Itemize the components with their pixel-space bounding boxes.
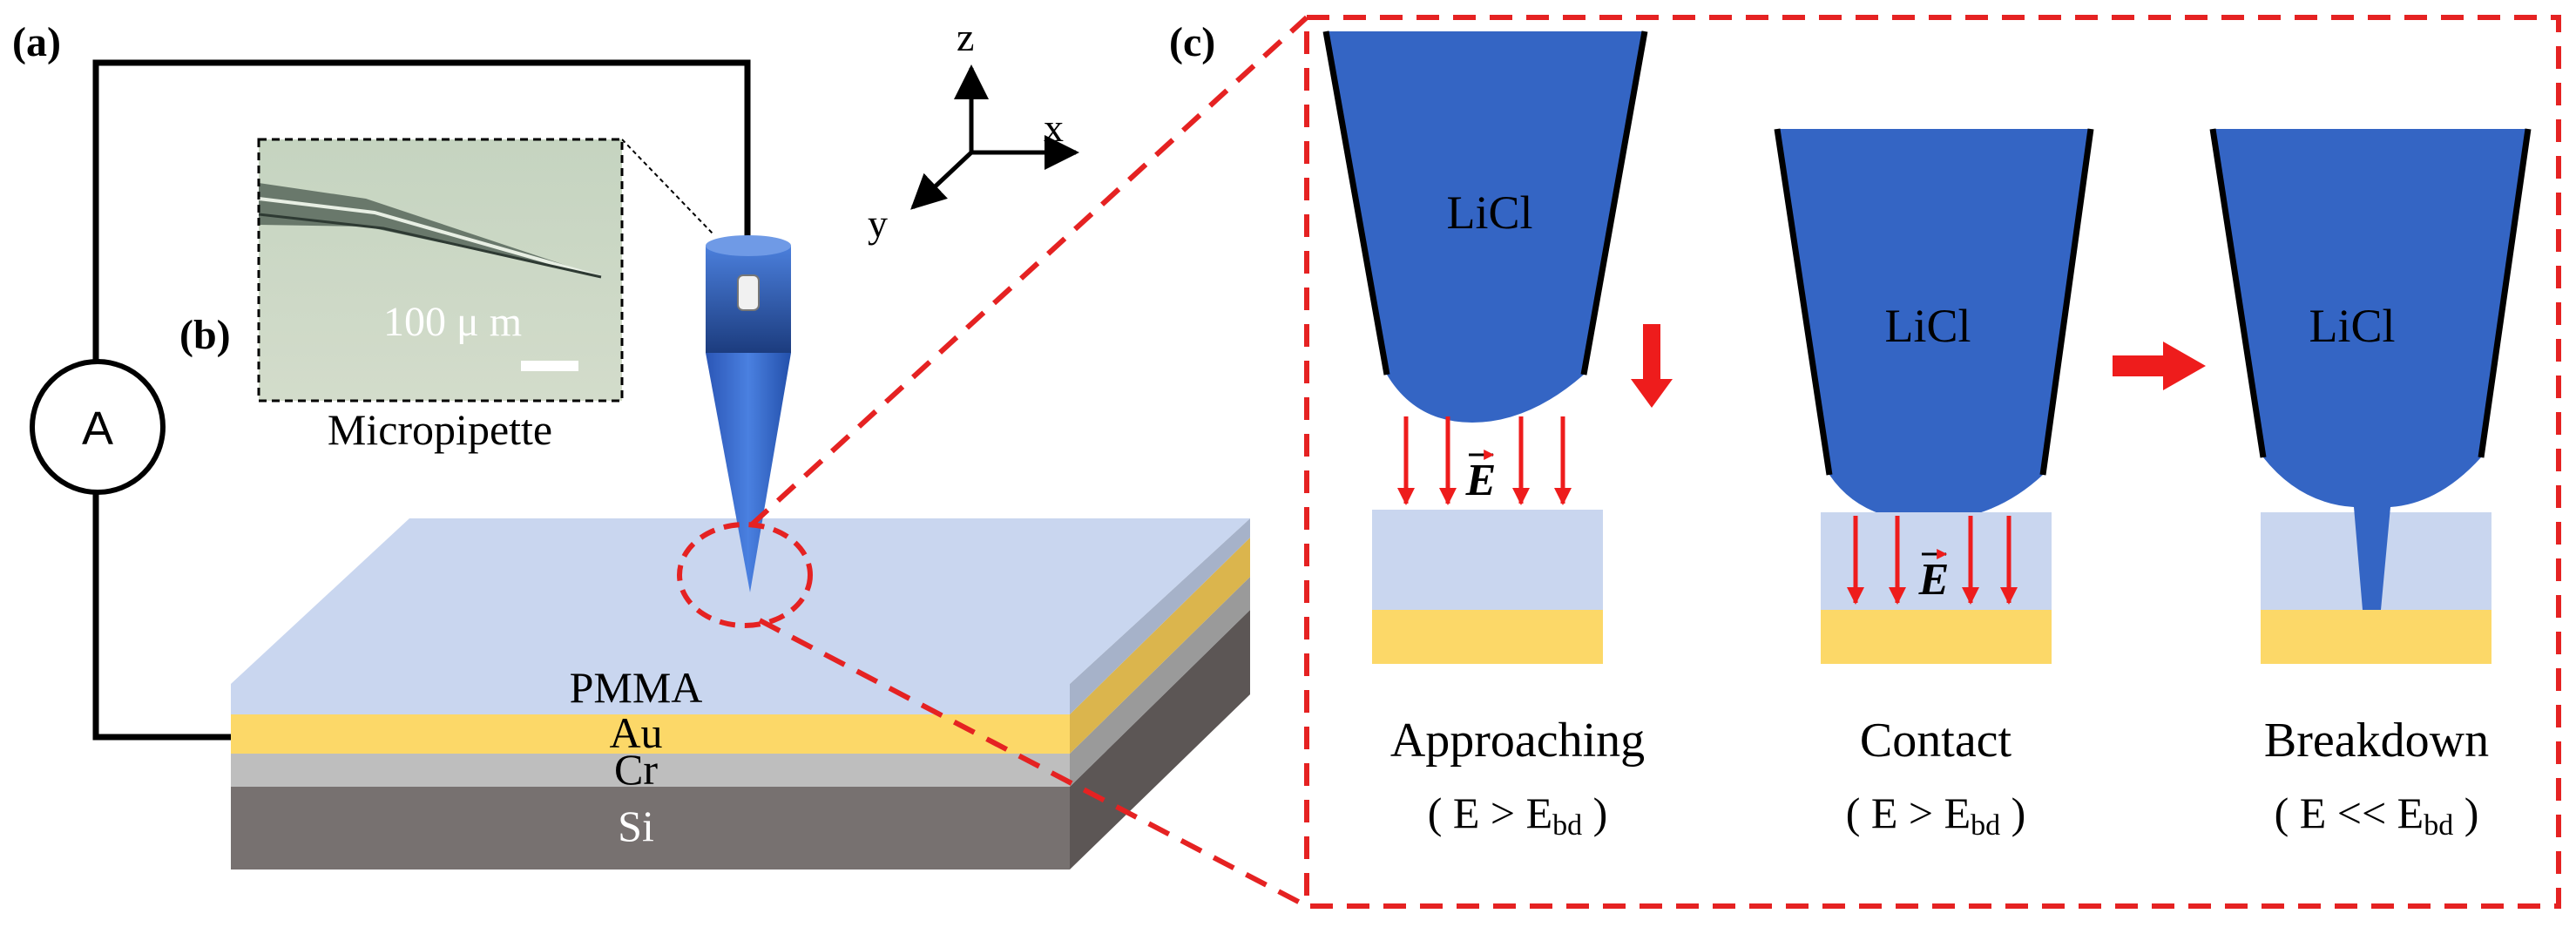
pmma-top bbox=[231, 518, 1250, 684]
circuit-wire bbox=[92, 59, 751, 741]
pmma-side bbox=[1070, 518, 1250, 714]
pipette-wall-right bbox=[1580, 30, 1648, 376]
transition-arrow bbox=[2113, 342, 2206, 390]
field-label-contact: E bbox=[1918, 549, 1950, 605]
pipette-label-breakdown: LiCl bbox=[2309, 300, 2395, 352]
approach-arrow bbox=[1631, 324, 1673, 408]
stage-title-approaching: Approaching bbox=[1390, 714, 1645, 768]
stage-condition-contact: ( E > Ebd ) bbox=[1846, 788, 2026, 842]
au-block-breakdown bbox=[2261, 610, 2491, 664]
pipette-breakdown bbox=[2213, 129, 2528, 610]
pipette-wall-left bbox=[2209, 128, 2267, 458]
cr-side bbox=[1070, 577, 1250, 787]
layer-label-cr: Cr bbox=[614, 745, 658, 794]
pipette-label-approaching: LiCl bbox=[1446, 186, 1532, 239]
si-side bbox=[1070, 610, 1250, 869]
ammeter: A bbox=[30, 359, 166, 495]
stage-breakdown bbox=[2209, 128, 2532, 664]
layer-label-pmma: PMMA bbox=[570, 663, 703, 712]
pipette-label-contact: LiCl bbox=[1884, 300, 1971, 352]
inset-caption: Micropipette bbox=[328, 405, 552, 454]
zoom-frame bbox=[1304, 15, 2561, 909]
panel-label-b: (b) bbox=[179, 312, 231, 358]
stage-condition-breakdown: ( E << Ebd ) bbox=[2275, 788, 2479, 842]
cr-front bbox=[231, 754, 1070, 787]
zoom-region bbox=[677, 522, 813, 628]
pipette-wall-left bbox=[1774, 128, 1833, 476]
zoom-connector-top bbox=[748, 15, 1309, 528]
pipette-approaching bbox=[1326, 31, 1645, 423]
inset-leader-line bbox=[621, 139, 713, 234]
field-label-approaching: E bbox=[1465, 450, 1497, 505]
micropipette bbox=[706, 235, 791, 592]
micrograph-pipette-highlight bbox=[258, 197, 602, 279]
field-arrows-approaching bbox=[1397, 416, 1572, 505]
field-symbol: E bbox=[1465, 456, 1497, 505]
field-symbol: E bbox=[1918, 555, 1950, 605]
layer-label-au: Au bbox=[609, 708, 662, 757]
panel-label-a: (a) bbox=[12, 19, 61, 65]
coordinate-axes bbox=[910, 64, 1079, 210]
layer-label-si: Si bbox=[618, 802, 654, 850]
pipette-tip bbox=[706, 353, 791, 592]
pipette-electrode bbox=[737, 274, 760, 311]
pmma-block-approaching bbox=[1372, 510, 1603, 610]
scale-bar-label: 100 μ m bbox=[383, 299, 522, 345]
sample-stack bbox=[231, 518, 1250, 869]
stage-contact bbox=[1774, 128, 2094, 664]
axis-label-z: z bbox=[957, 15, 974, 59]
au-block-approaching bbox=[1372, 610, 1603, 664]
pipette-contact bbox=[1777, 129, 2091, 521]
au-side bbox=[1070, 538, 1250, 754]
pipette-wall-right bbox=[2039, 128, 2094, 476]
pipette-wall-left bbox=[1322, 30, 1390, 376]
micrograph-inset bbox=[257, 138, 624, 403]
zoom-connector-bottom bbox=[758, 618, 1308, 909]
stage-title-breakdown: Breakdown bbox=[2264, 714, 2489, 768]
au-front bbox=[231, 714, 1070, 754]
au-block-contact bbox=[1821, 610, 2052, 664]
micrograph-pipette-edge bbox=[258, 213, 602, 279]
si-front bbox=[231, 787, 1070, 869]
panel-label-c: (c) bbox=[1169, 19, 1215, 65]
axis-label-x: x bbox=[1044, 105, 1064, 150]
pipette-top bbox=[706, 235, 791, 256]
field-arrows-contact bbox=[1847, 516, 2018, 605]
scale-bar bbox=[521, 361, 578, 371]
axis-label-y: y bbox=[868, 201, 888, 246]
stage-approaching bbox=[1322, 30, 1673, 664]
inset-frame bbox=[257, 138, 624, 403]
stage-condition-approaching: ( E > Ebd ) bbox=[1428, 788, 1608, 842]
pipette-wall-right bbox=[2478, 128, 2532, 458]
stage-title-contact: Contact bbox=[1860, 714, 2012, 768]
ammeter-label: A bbox=[82, 403, 113, 455]
